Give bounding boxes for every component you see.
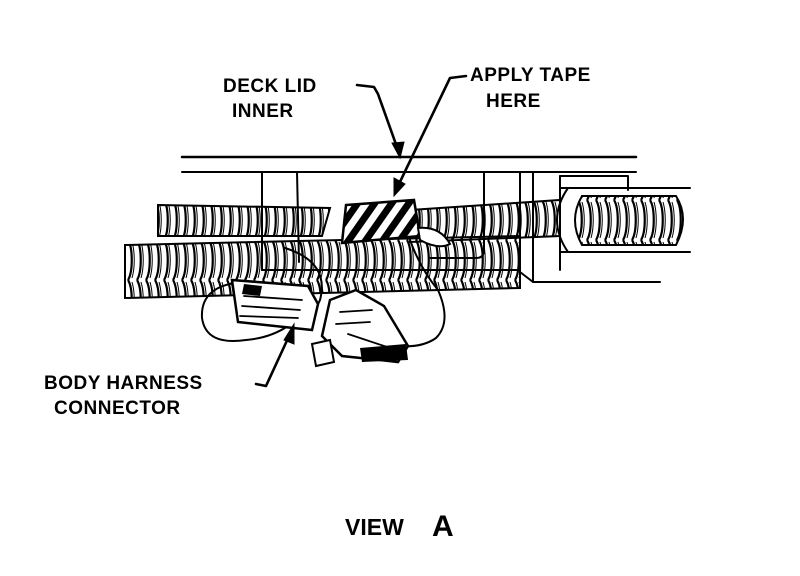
tape-wrap [340, 198, 452, 248]
apply-tape-label-line-2: HERE [486, 91, 541, 112]
view-caption-letter: A [432, 510, 454, 543]
view-caption-word: VIEW [345, 514, 404, 540]
body-harness-connector [230, 278, 410, 368]
body-harness-label-line-2: CONNECTOR [54, 398, 181, 419]
callout-deck-lid-inner: DECK LID INNER [223, 76, 317, 122]
view-caption: VIEW A [345, 510, 454, 543]
body-harness-label-line-1: BODY HARNESS [44, 373, 203, 394]
apply-tape-label-line-1: APPLY TAPE [470, 65, 591, 86]
wire-harness-bundle [124, 187, 691, 300]
callout-arrows [254, 74, 468, 388]
callout-apply-tape: APPLY TAPE HERE [470, 65, 591, 112]
deck-lid-label-line-2: INNER [232, 101, 294, 122]
callout-body-harness-connector: BODY HARNESS CONNECTOR [44, 373, 203, 419]
deck-lid-label-line-1: DECK LID [223, 76, 317, 97]
